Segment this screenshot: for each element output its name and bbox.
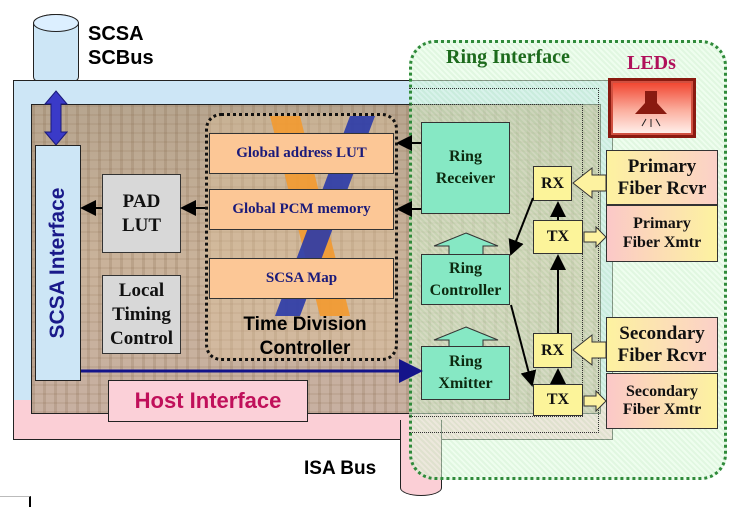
ring-xmitter-up-arrow-icon [433, 326, 499, 350]
primary-fiber-rcvr-block: Primary Fiber Rcvr [606, 150, 718, 205]
secondary-tx-label: TX [546, 391, 570, 408]
time-division-controller-title: Time Division Controller [215, 313, 395, 361]
scsa-interface-block [35, 145, 81, 381]
tdc-title-line2: Controller [259, 338, 351, 359]
ring-xmitter-line2: Xmitter [438, 375, 493, 392]
ring-receiver-line1: Ring [449, 148, 482, 165]
host-interface-block: Host Interface [108, 380, 308, 422]
primary-rx-label: RX [540, 174, 565, 192]
led-indicator [608, 78, 696, 138]
secondary-rcvr-line1: Secondary [619, 322, 705, 344]
primary-fiber-xmtr-block: Primary Fiber Xmtr [606, 205, 718, 262]
rx-to-controller-arrow [508, 197, 534, 256]
tx-to-secondary-xmtr-arrow [583, 389, 607, 413]
primary-xmtr-line1: Primary [633, 215, 691, 233]
secondary-xmtr-line2: Fiber Xmtr [622, 401, 702, 418]
global-address-lut-block: Global address LUT [209, 133, 394, 174]
global-pcm-memory-block: Global PCM memory [209, 189, 394, 230]
lamp-icon [635, 91, 667, 127]
primary-rcvr-line2: Fiber Rcvr [617, 177, 707, 199]
ring-controller-line1: Ring [449, 259, 482, 277]
ring-receiver-block: Ring Receiver [421, 122, 510, 214]
secondary-fiber-rcvr-block: Secondary Fiber Rcvr [606, 317, 718, 372]
scsa-map-label: SCSA Map [265, 270, 338, 286]
local-timing-line2: Timing [112, 303, 171, 325]
ring-controller-block: Ring Controller [421, 254, 510, 305]
pad-lut-line1: PAD [122, 190, 161, 212]
ring-interface-title: Ring Interface [446, 46, 570, 68]
scsa-bus-label-line1: SCSA [88, 23, 144, 45]
global-pcm-memory-label: Global PCM memory [232, 201, 371, 217]
ring-controller-line2: Controller [429, 281, 502, 299]
primary-xmtr-line2: Fiber Xmtr [622, 233, 702, 251]
board-outline-dotted [409, 88, 599, 433]
corner-artifact [0, 496, 31, 507]
ring-xmitter-block: Ring Xmitter [421, 346, 510, 400]
controller-to-tx-arrow [510, 304, 537, 387]
scsa-bus-label: SCSA SCBus [88, 22, 154, 70]
secondary-rx-label: RX [540, 341, 565, 359]
primary-rx-block: RX [533, 166, 572, 201]
host-interface-label: Host Interface [134, 388, 282, 413]
local-timing-line3: Control [110, 327, 173, 349]
secondary-rx-block: RX [533, 333, 572, 368]
isa-bus-label: ISA Bus [304, 458, 377, 479]
tdc-title-line1: Time Division [243, 314, 367, 335]
pad-lut-block: PAD LUT [102, 174, 181, 253]
secondary-rcvr-to-rx-arrow [572, 333, 607, 367]
leds-label: LEDs [627, 52, 676, 74]
pad-lut-line2: LUT [121, 214, 162, 236]
local-timing-line1: Local [118, 279, 165, 301]
scsa-bus-label-line2: SCBus [88, 47, 154, 69]
secondary-tx-block: TX [533, 384, 583, 416]
primary-rcvr-to-rx-arrow [572, 166, 607, 200]
scsa-map-block: SCSA Map [209, 258, 394, 299]
secondary-rcvr-line2: Fiber Rcvr [617, 344, 707, 366]
primary-tx-block: TX [533, 220, 583, 254]
ring-xmitter-line1: Ring [449, 353, 482, 370]
primary-rcvr-line1: Primary [627, 155, 697, 177]
ring-receiver-line2: Receiver [435, 170, 496, 187]
global-address-lut-label: Global address LUT [236, 145, 367, 161]
ring-controller-up-arrow-icon [433, 232, 499, 256]
tx-to-primary-xmtr-arrow [583, 225, 607, 249]
secondary-xmtr-line1: Secondary [626, 382, 698, 400]
scsa-bus-cylinder-top [33, 14, 79, 32]
board-inner-outline-dotted [409, 104, 583, 417]
local-timing-control-block: Local Timing Control [102, 275, 181, 354]
primary-tx-label: TX [546, 228, 570, 245]
